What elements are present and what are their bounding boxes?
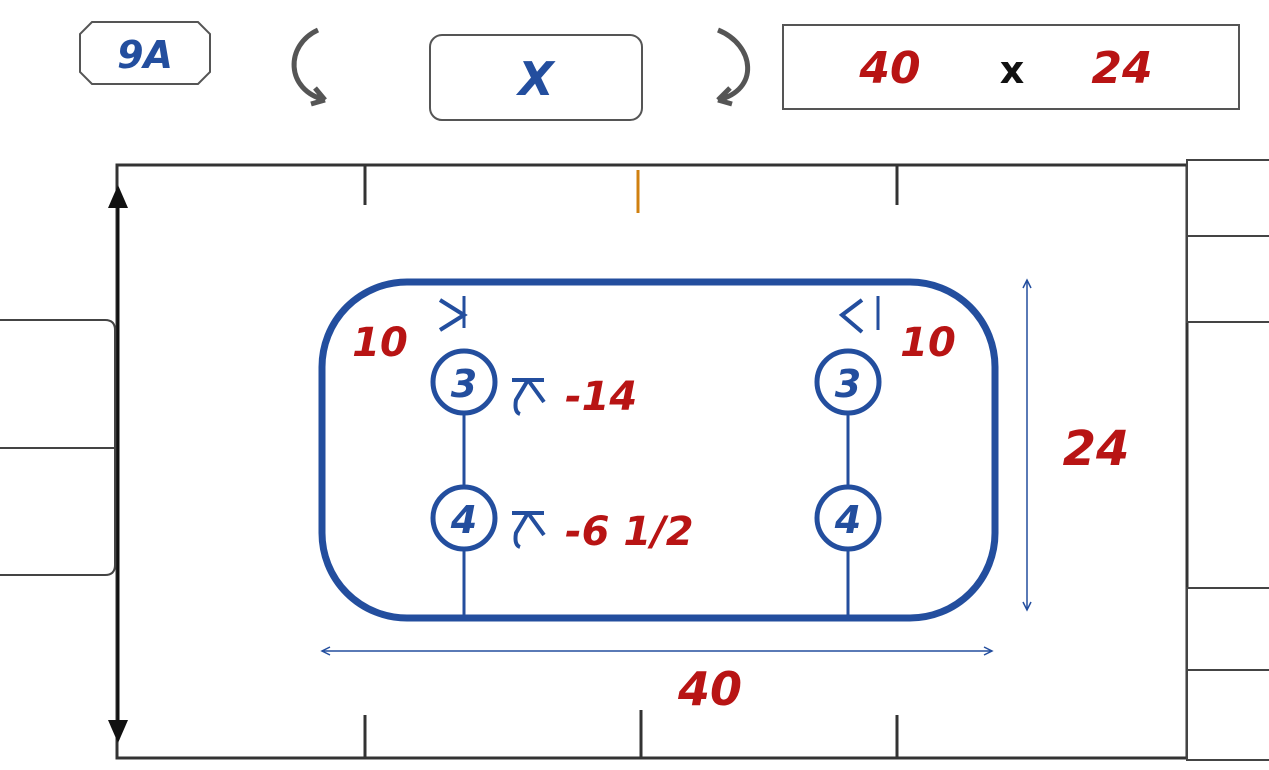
height-dimension-arrow bbox=[1022, 278, 1032, 612]
redo-icon[interactable] bbox=[716, 27, 751, 107]
badge-label: 9A bbox=[117, 33, 173, 77]
dims-height: 24 bbox=[1091, 43, 1152, 94]
center-x-button[interactable]: X bbox=[429, 34, 643, 121]
left-node-4-offset: -6 1/2 bbox=[565, 509, 694, 555]
center-x-label: X bbox=[515, 52, 556, 106]
dims-width: 40 bbox=[858, 43, 920, 94]
height-label: 24 bbox=[1063, 421, 1130, 477]
right-node-4-label: 4 bbox=[834, 498, 861, 542]
width-label: 40 bbox=[677, 662, 742, 716]
left-chain bbox=[430, 296, 546, 618]
right-side-panels[interactable] bbox=[1186, 159, 1269, 761]
width-dimension-arrow bbox=[320, 646, 994, 656]
dimensions-field[interactable]: 40 x 24 bbox=[782, 24, 1240, 110]
left-node-4-label: 4 bbox=[450, 498, 477, 542]
right-angle-label: 10 bbox=[900, 320, 956, 366]
badge-9a[interactable]: 9A bbox=[79, 21, 211, 85]
left-node-3-label: 3 bbox=[451, 362, 477, 406]
board-ticks bbox=[363, 165, 899, 758]
left-angle-label: 10 bbox=[352, 320, 408, 366]
right-chain bbox=[814, 296, 882, 618]
undo-icon[interactable] bbox=[291, 27, 327, 107]
board-outline bbox=[115, 163, 1189, 760]
track-outline bbox=[318, 278, 999, 622]
dims-separator: x bbox=[1000, 48, 1025, 92]
right-node-3-label: 3 bbox=[835, 362, 861, 406]
left-side-panels[interactable] bbox=[0, 319, 116, 576]
left-node-3-offset: -14 bbox=[565, 374, 637, 420]
vertical-axis-arrow bbox=[108, 185, 128, 743]
